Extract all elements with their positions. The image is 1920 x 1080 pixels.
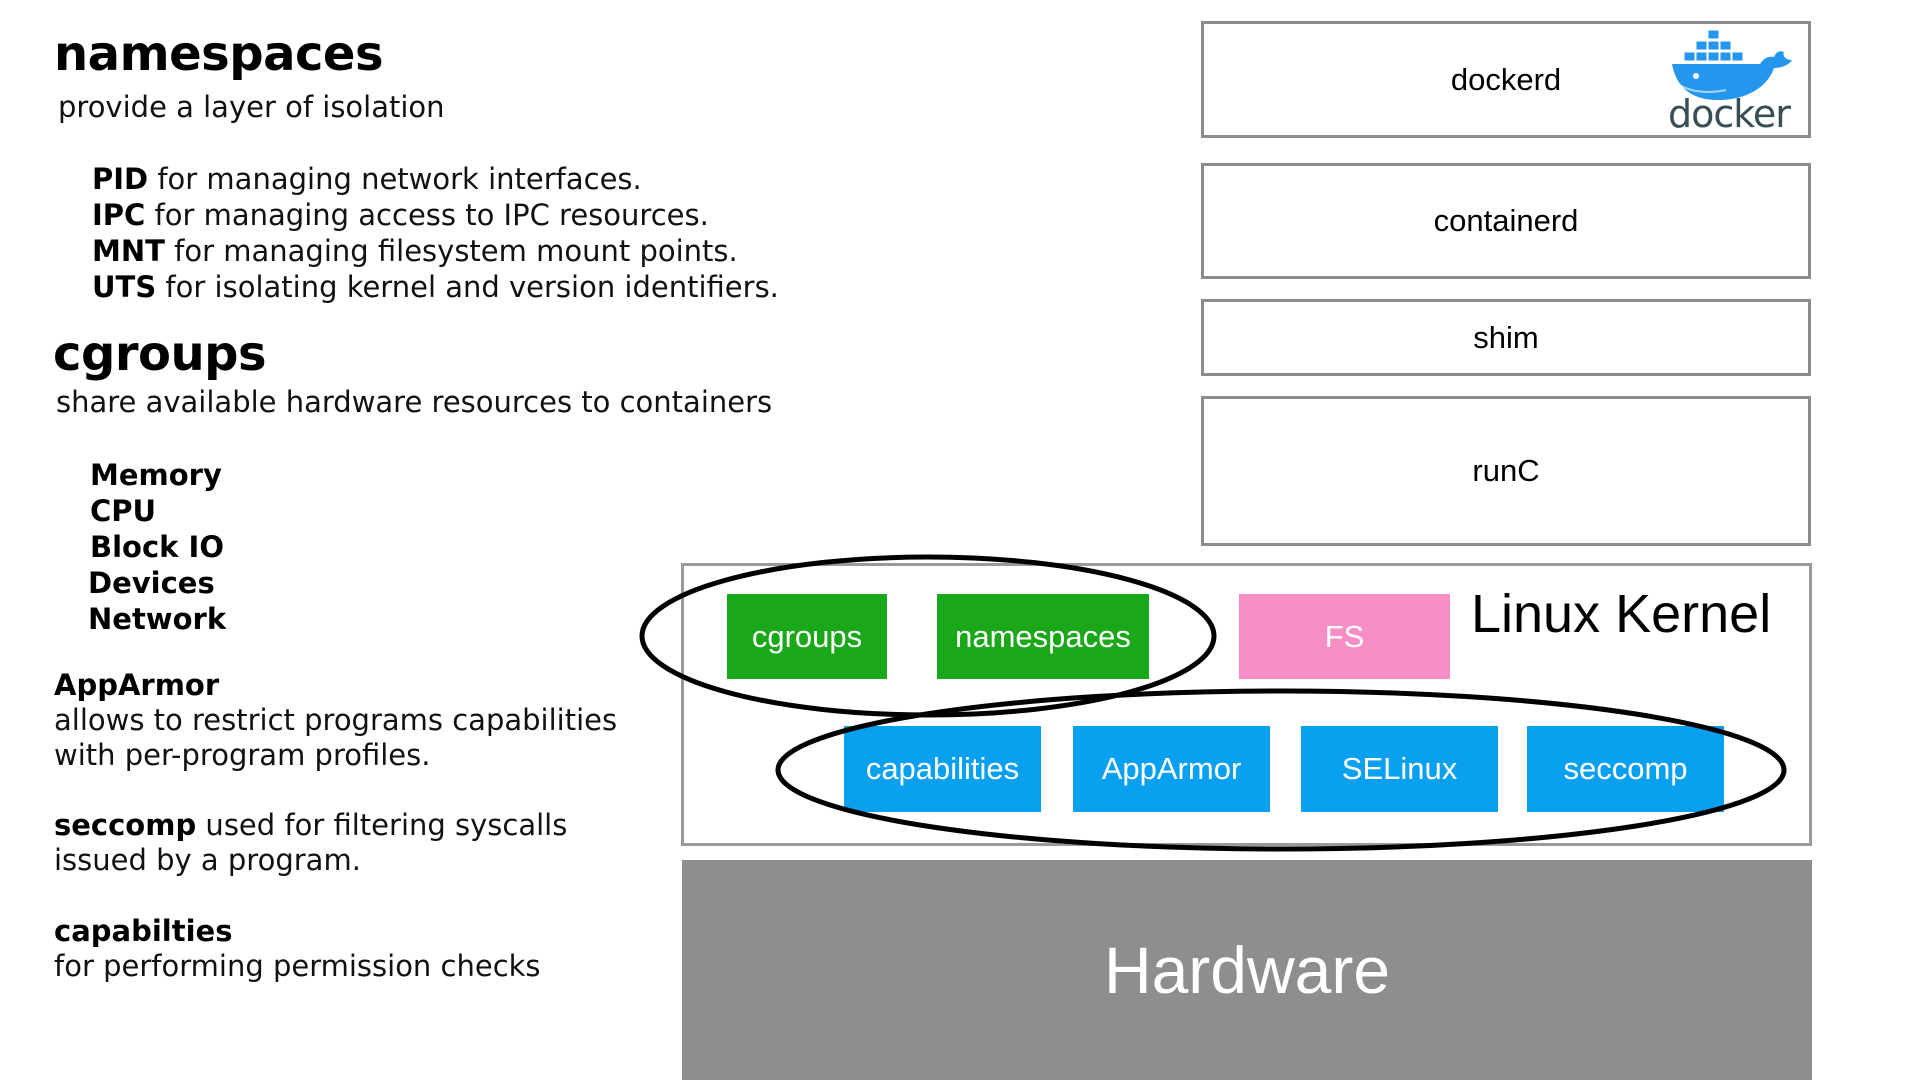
- kernel-seccomp-label: seccomp: [1563, 751, 1688, 786]
- seccomp-key: seccomp: [54, 808, 197, 842]
- capabilities-line: for performing permission checks: [54, 949, 541, 983]
- runc-label: runC: [1472, 453, 1540, 488]
- capabilities-title: capabilties: [54, 914, 233, 948]
- seccomp-line-2: issued by a program.: [54, 843, 361, 877]
- namespace-item-pid: PID for managing network interfaces.: [92, 162, 642, 196]
- ellipse-cgroups-namespaces: [639, 554, 1217, 718]
- shim-label: shim: [1473, 319, 1539, 355]
- namespaces-title: namespaces: [54, 26, 384, 82]
- cgroups-title: cgroups: [53, 326, 267, 382]
- hardware-block: Hardware: [682, 860, 1812, 1080]
- containerd-label: containerd: [1433, 203, 1579, 238]
- apparmor-line-1: allows to restrict programs capabilities: [54, 703, 618, 737]
- kernel-namespaces-chip: namespaces: [937, 594, 1149, 679]
- namespace-item-uts: UTS for isolating kernel and version ide…: [92, 270, 779, 304]
- kernel-apparmor-label: AppArmor: [1101, 751, 1242, 786]
- capabilities-block: capabilties for performing permission ch…: [54, 914, 541, 984]
- cgroups-subtitle: share available hardware resources to co…: [56, 385, 773, 419]
- apparmor-block: AppArmor allows to restrict programs cap…: [54, 668, 617, 773]
- kernel-seccomp-chip: seccomp: [1527, 726, 1724, 812]
- dockerd-label: dockerd: [1450, 61, 1562, 97]
- kernel-fs-label: FS: [1324, 618, 1365, 654]
- shim-box: shim: [1201, 299, 1811, 376]
- ellipse-security-modules: [775, 688, 1787, 852]
- docker-logo: docker: [1668, 26, 1798, 136]
- docker-whale-icon: [1672, 29, 1792, 100]
- hardware-label: Hardware: [1103, 933, 1391, 1007]
- kernel-capabilities-chip: capabilities: [844, 726, 1041, 812]
- namespaces-subtitle: provide a layer of isolation: [58, 90, 445, 124]
- cgroup-item-cpu: CPU: [90, 494, 157, 528]
- seccomp-block: seccomp used for filtering syscalls issu…: [54, 808, 567, 878]
- linux-kernel-label: Linux Kernel: [1471, 584, 1772, 644]
- cgroup-item-network: Network: [88, 602, 227, 636]
- runc-box: runC: [1201, 396, 1811, 546]
- cgroup-item-memory: Memory: [90, 458, 222, 492]
- apparmor-title: AppArmor: [54, 668, 220, 702]
- kernel-selinux-chip: SELinux: [1301, 726, 1498, 812]
- containerd-box: containerd: [1201, 163, 1811, 279]
- kernel-capabilities-label: capabilities: [865, 751, 1020, 786]
- namespace-item-ipc: IPC for managing access to IPC resources…: [92, 198, 709, 232]
- kernel-namespaces-label: namespaces: [955, 618, 1131, 654]
- cgroup-item-blockio: Block IO: [90, 530, 224, 564]
- kernel-cgroups-label: cgroups: [751, 618, 863, 654]
- docker-logo-text: docker: [1668, 92, 1791, 136]
- kernel-selinux-label: SELinux: [1341, 751, 1458, 786]
- cgroup-item-devices: Devices: [88, 566, 215, 600]
- namespaces-list: PID for managing network interfaces. IPC…: [92, 161, 779, 305]
- kernel-cgroups-chip: cgroups: [727, 594, 887, 679]
- apparmor-line-2: with per-program profiles.: [54, 738, 431, 772]
- kernel-apparmor-chip: AppArmor: [1073, 726, 1270, 812]
- cgroups-list: Memory CPU Block IO Devices Network: [88, 457, 227, 637]
- kernel-fs-chip: FS: [1239, 594, 1450, 679]
- namespace-item-mnt: MNT for managing filesystem mount points…: [92, 234, 738, 268]
- seccomp-line-1: used for filtering syscalls: [196, 808, 568, 842]
